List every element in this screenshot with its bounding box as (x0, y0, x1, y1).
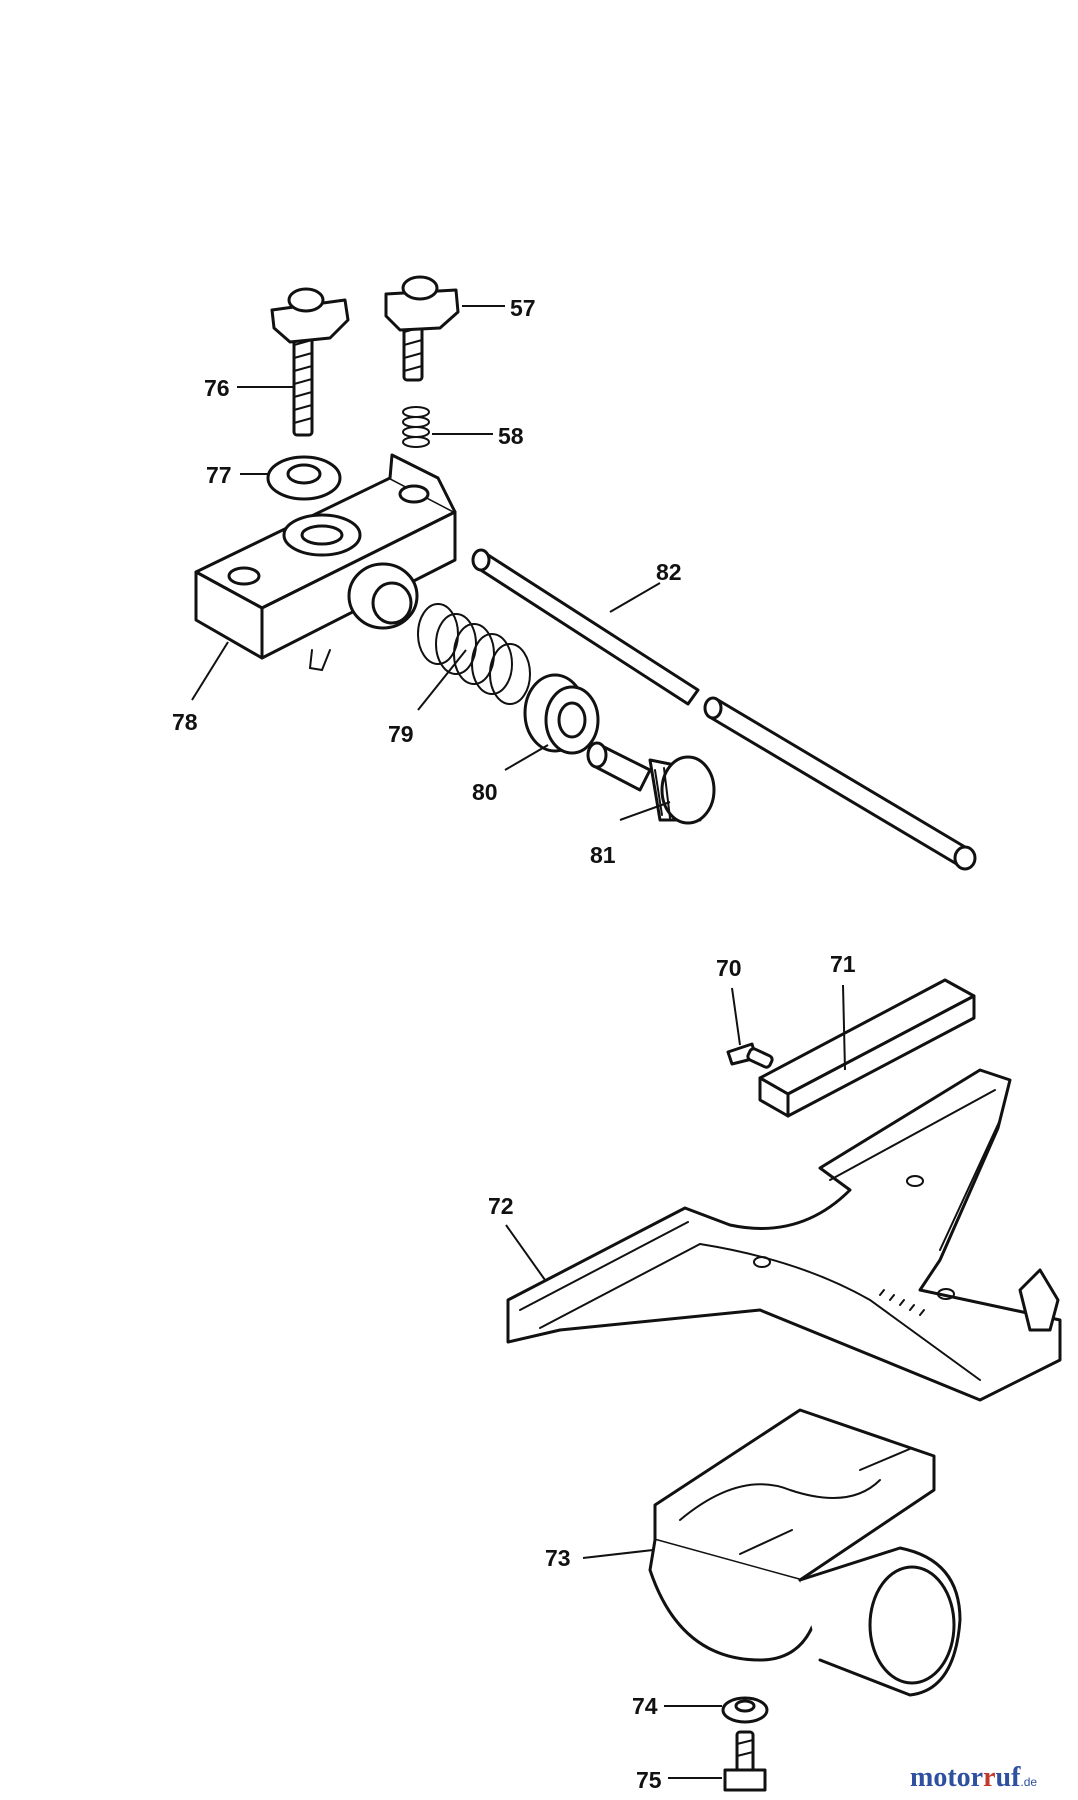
watermark-brand-b: uf (996, 1762, 1022, 1793)
callout-74: 74 (632, 1693, 658, 1719)
watermark-logo: motorruf.de (910, 1762, 1037, 1793)
part-79-coil-spring (417, 603, 531, 705)
part-73-dust-port (648, 1408, 962, 1697)
part-72-base-plate (506, 1068, 1062, 1402)
part-75-bolt (723, 1730, 767, 1792)
watermark-brand-r: r (983, 1762, 995, 1793)
watermark-brand-a: motor (910, 1762, 983, 1793)
watermark-suffix: .de (1020, 1775, 1037, 1789)
callout-78: 78 (172, 709, 198, 735)
part-80-nut (523, 673, 600, 755)
part-77-washer (266, 455, 342, 501)
part-74-washer (721, 1696, 769, 1724)
part-76-wing-screw (270, 287, 350, 437)
part-82-rod-lower (703, 696, 977, 871)
callout-80: 80 (472, 779, 498, 805)
part-71-flat-bar (758, 978, 976, 1118)
callout-81: 81 (590, 842, 616, 868)
callout-75: 75 (636, 1767, 662, 1793)
callout-73: 73 (545, 1545, 571, 1571)
callout-76: 76 (204, 375, 230, 401)
part-57-wing-screw (384, 275, 460, 382)
part-70-screw (726, 1042, 774, 1069)
part-81-knob-screw (586, 741, 716, 825)
part-78-guide-block (194, 453, 457, 672)
callout-82: 82 (656, 559, 682, 585)
callout-labels: 76 57 58 77 78 79 80 81 82 70 71 72 73 7… (172, 295, 856, 1793)
callout-58: 58 (498, 423, 524, 449)
callout-72: 72 (488, 1193, 514, 1219)
callout-70: 70 (716, 955, 742, 981)
callout-71: 71 (830, 951, 856, 977)
callout-79: 79 (388, 721, 414, 747)
callout-57: 57 (510, 295, 536, 321)
part-82-rod-upper (471, 548, 700, 706)
part-58-spring (402, 406, 430, 448)
callout-77: 77 (206, 462, 232, 488)
svg-text:motorruf.de: motorruf.de (910, 1762, 1037, 1793)
leader-lines (191, 305, 846, 1779)
